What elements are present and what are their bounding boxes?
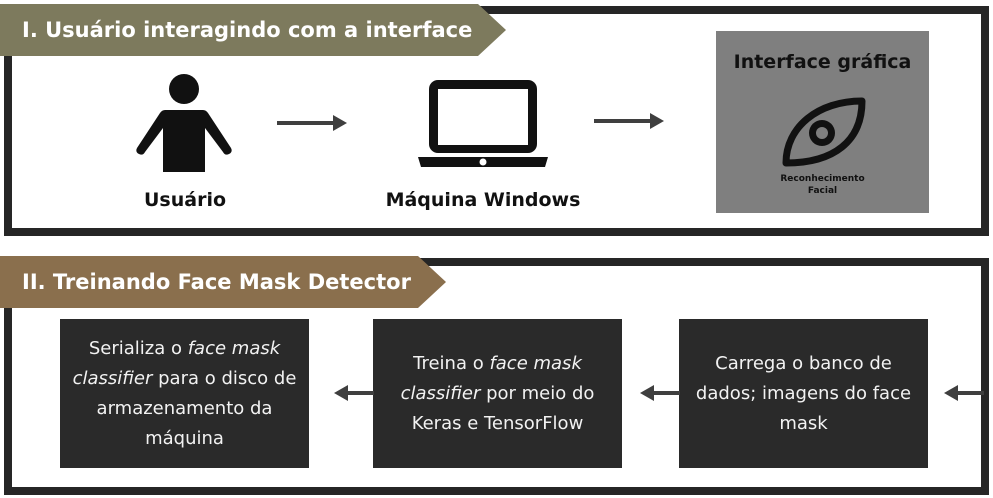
step-train-classifier: Treina o face mask classifier por meio d… — [373, 319, 622, 468]
step-train-classifier-text: Treina o face mask classifier por meio d… — [400, 352, 595, 434]
arrow-left-icon — [334, 385, 374, 401]
logo-caption-line-2: Facial — [807, 186, 838, 196]
gui-title: Interface gráfica — [733, 51, 912, 73]
machine-label: Máquina Windows — [385, 189, 581, 211]
user-label: Usuário — [143, 189, 227, 211]
laptop-icon — [418, 80, 548, 167]
eye-logo-icon — [782, 97, 866, 167]
step-load-dataset: Carrega o banco de dados; imagens do fac… — [679, 319, 928, 468]
arrow-right-icon — [594, 113, 664, 129]
section-1-title: I. Usuário interagindo com a interface — [0, 4, 506, 56]
user-icon — [136, 74, 232, 172]
section-2-title: II. Treinando Face Mask Detector — [0, 256, 446, 308]
logo-caption-line-1: Reconhecimento — [780, 174, 865, 184]
logo-caption: Reconhecimento Facial — [716, 173, 929, 197]
step-serialize-classifier: Serializa o face mask classifier para o … — [60, 319, 309, 468]
arrow-left-icon — [640, 385, 680, 401]
step-serialize-classifier-text: Serializa o face mask classifier para o … — [72, 337, 297, 449]
arrow-left-icon — [944, 385, 984, 401]
arrow-right-icon — [277, 115, 347, 131]
step-load-dataset-text: Carrega o banco de dados; imagens do fac… — [695, 352, 912, 434]
gui-box: Interface gráfica Reconhecimento Facial — [716, 31, 929, 213]
